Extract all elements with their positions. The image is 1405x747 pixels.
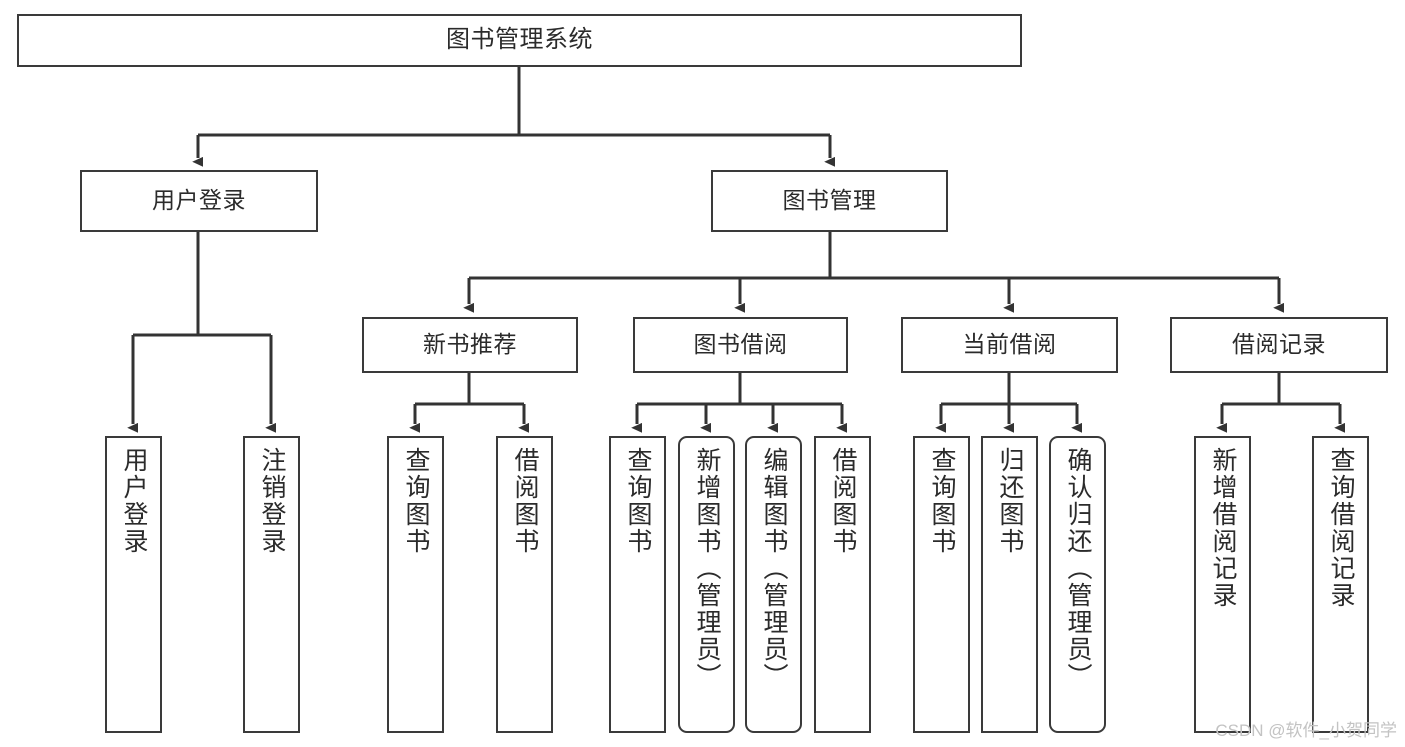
node-label: 新增图书（管理员） [693, 447, 721, 690]
node-label: 图书管理 [782, 187, 877, 214]
node-label: 查询图书 [624, 447, 652, 555]
leaf-edit-book[interactable]: 编辑图书（管理员） [745, 436, 802, 733]
leaf-add-borrow-record[interactable]: 新增借阅记录 [1194, 436, 1251, 733]
leaf-query-book-3[interactable]: 查询图书 [913, 436, 970, 733]
leaf-borrow-book-1[interactable]: 借阅图书 [496, 436, 553, 733]
node-label: 新增借阅记录 [1209, 447, 1237, 609]
node-book-management[interactable]: 图书管理 [711, 170, 948, 232]
node-label: 注销登录 [258, 447, 286, 555]
node-label: 图书管理系统 [446, 26, 593, 54]
leaf-borrow-book-2[interactable]: 借阅图书 [814, 436, 871, 733]
node-book-management-system[interactable]: 图书管理系统 [17, 14, 1022, 67]
leaf-query-borrow-record[interactable]: 查询借阅记录 [1312, 436, 1369, 733]
leaf-return-book[interactable]: 归还图书 [981, 436, 1038, 733]
node-label: 查询图书 [402, 447, 430, 555]
node-label: 确认归还（管理员） [1064, 447, 1092, 690]
node-label: 归还图书 [996, 447, 1024, 555]
leaf-query-book-1[interactable]: 查询图书 [387, 436, 444, 733]
leaf-logout[interactable]: 注销登录 [243, 436, 300, 733]
node-label: 借阅图书 [829, 447, 857, 555]
node-current-borrow[interactable]: 当前借阅 [901, 317, 1118, 373]
node-label: 当前借阅 [962, 331, 1057, 358]
node-label: 用户登录 [120, 447, 148, 555]
node-new-book-recommend[interactable]: 新书推荐 [362, 317, 578, 373]
node-label: 新书推荐 [423, 331, 517, 358]
node-label: 用户登录 [152, 187, 246, 214]
node-label: 查询图书 [928, 447, 956, 555]
leaf-add-book[interactable]: 新增图书（管理员） [678, 436, 735, 733]
node-label: 借阅图书 [511, 447, 539, 555]
node-label: 借阅记录 [1232, 331, 1326, 358]
node-book-borrow[interactable]: 图书借阅 [633, 317, 848, 373]
leaf-confirm-return[interactable]: 确认归还（管理员） [1049, 436, 1106, 733]
node-label: 查询借阅记录 [1327, 447, 1355, 609]
csdn-watermark: CSDN @软件_小贺同学 [1215, 721, 1397, 740]
node-label: 编辑图书（管理员） [760, 447, 788, 690]
node-user-login[interactable]: 用户登录 [80, 170, 318, 232]
leaf-query-book-2[interactable]: 查询图书 [609, 436, 666, 733]
node-borrow-record[interactable]: 借阅记录 [1170, 317, 1388, 373]
node-label: 图书借阅 [693, 331, 788, 358]
leaf-user-login[interactable]: 用户登录 [105, 436, 162, 733]
